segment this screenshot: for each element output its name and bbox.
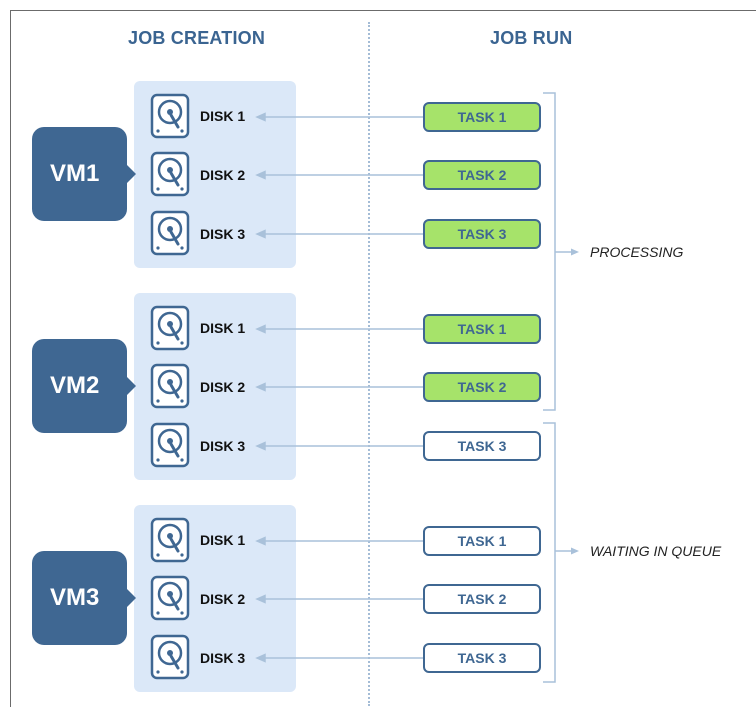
task-box: TASK 1 [423,102,541,132]
arrow-head [255,229,266,239]
hard-disk-icon [150,305,190,351]
vm-block: VM2 [32,339,136,433]
arrow-head [255,112,266,122]
disk-label: DISK 1 [200,108,246,124]
arrow-head [255,170,266,180]
processing-bracket [543,92,556,411]
vm-block: VM1 [32,127,136,221]
hard-disk-icon [150,363,190,409]
hard-disk-icon [150,517,190,563]
disk-label: DISK 1 [200,532,246,548]
task-box: TASK 2 [423,372,541,402]
disk-label: DISK 1 [200,320,246,336]
hard-disk-icon [150,151,190,197]
arrow-head [255,441,266,451]
task-box: TASK 3 [423,431,541,461]
waiting-bracket [543,422,556,683]
diagram-frame [10,10,756,707]
arrow-head [255,653,266,663]
arrow-head [255,382,266,392]
arrow-head [255,536,266,546]
disk-label: DISK 3 [200,650,246,666]
processing-label: PROCESSING [590,244,684,260]
arrow-head [255,594,266,604]
task-box: TASK 2 [423,160,541,190]
arrow-head [255,324,266,334]
disk-task-connectors [255,112,423,663]
vm-label: VM3 [50,584,100,611]
arrow-head [571,547,579,555]
hard-disk-icon [150,210,190,256]
disk-label: DISK 3 [200,438,246,454]
status-brackets [543,92,572,683]
bracket-arrow-heads [571,248,579,555]
task-box: TASK 3 [423,643,541,673]
job-creation-header: JOB CREATION [128,28,266,48]
hard-disk-icon [150,93,190,139]
hard-disk-icon [150,422,190,468]
arrow-head [571,248,579,256]
vm-label: VM2 [50,372,100,399]
hard-disk-icon [150,575,190,621]
task-box: TASK 3 [423,219,541,249]
task-box: TASK 2 [423,584,541,614]
disk-label: DISK 2 [200,167,246,183]
disk-label: DISK 3 [200,226,246,242]
vm-block: VM3 [32,551,136,645]
waiting-in-queue-label: WAITING IN QUEUE [590,543,722,559]
hard-disk-icon [150,634,190,680]
disk-label: DISK 2 [200,379,246,395]
vm-label: VM1 [50,160,100,187]
column-divider [368,22,370,706]
task-box: TASK 1 [423,526,541,556]
task-box: TASK 1 [423,314,541,344]
job-run-header: JOB RUN [490,28,573,48]
disk-label: DISK 2 [200,591,246,607]
